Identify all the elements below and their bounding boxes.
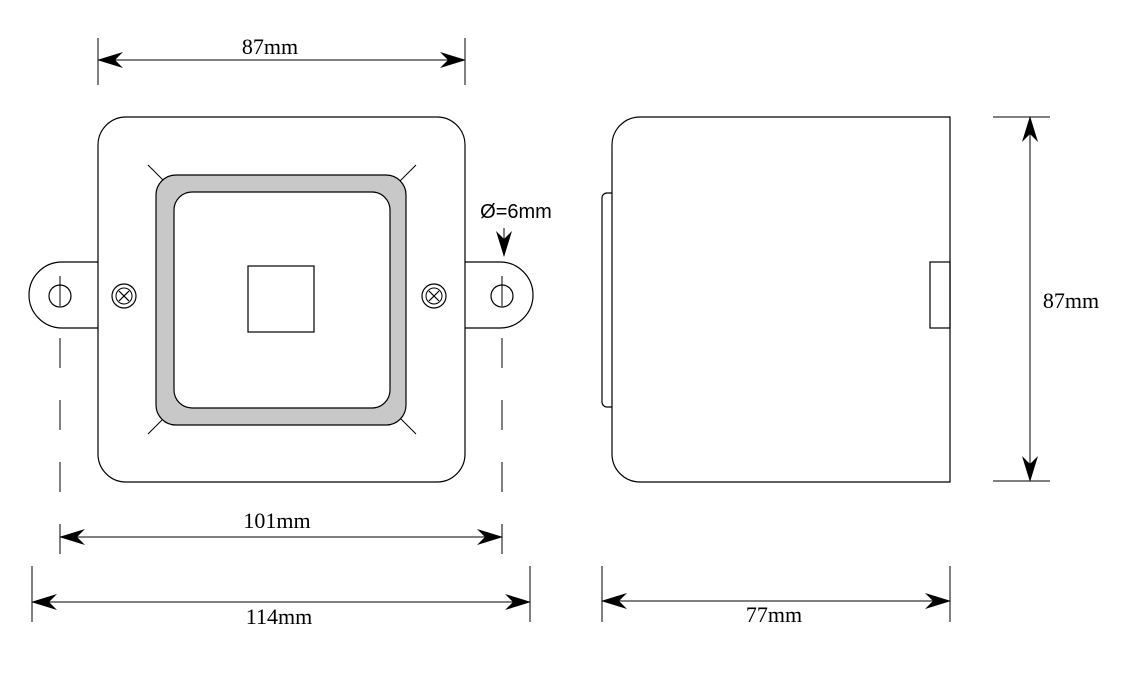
height-dimension: 87mm (993, 116, 1099, 482)
hole-spacing-dimension: 101mm (59, 508, 503, 545)
top-width-dimension: 87mm (97, 34, 466, 85)
side-left-tab (601, 192, 612, 408)
left-mounting-ear (28, 261, 98, 329)
top-width-label: 87mm (242, 34, 298, 59)
lens-window (173, 191, 391, 409)
hole-spacing-label: 101mm (243, 508, 310, 533)
total-width-label: 114mm (246, 604, 312, 629)
depth-dimension: 77mm (601, 566, 951, 627)
height-label: 87mm (1043, 288, 1099, 313)
hole-diameter-callout: Ø=6mm (480, 201, 552, 257)
hole-diameter-label: Ø=6mm (480, 201, 552, 223)
side-body (611, 116, 951, 483)
side-right-notch (929, 261, 951, 329)
side-view (601, 116, 951, 483)
right-mounting-ear (465, 261, 534, 329)
depth-label: 77mm (746, 602, 802, 627)
total-width-dimension: 114mm (31, 566, 531, 629)
right-screw-icon (421, 283, 447, 309)
housing-body (97, 116, 466, 483)
front-view (28, 116, 534, 556)
left-screw-icon (111, 283, 137, 309)
center-sensor (247, 265, 315, 333)
